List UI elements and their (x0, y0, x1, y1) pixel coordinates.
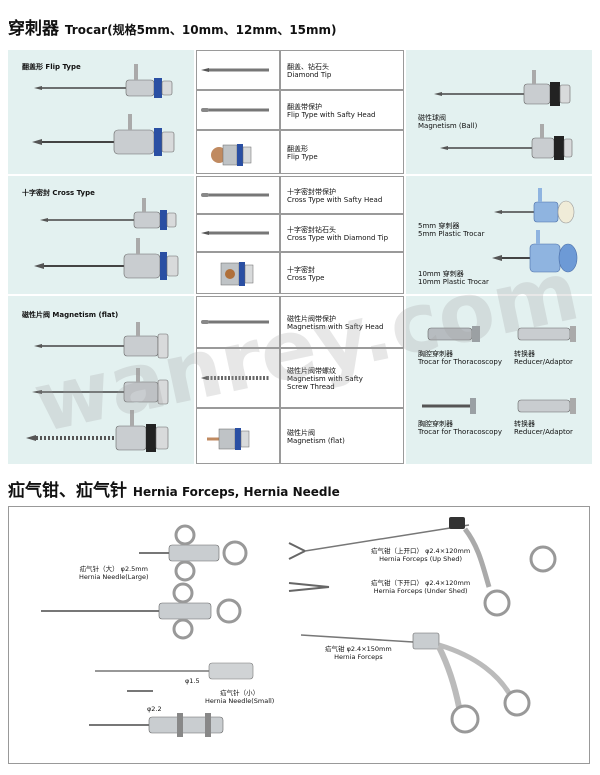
forceps-up-label-cn: 疝气钳（上开口） φ2.4×120mm (371, 547, 471, 555)
hernia-title-en: Hernia Forceps, Hernia Needle (132, 485, 340, 499)
plastic5-label-en: 5mm Plastic Trocar (418, 230, 485, 238)
plastic-trocar-image (492, 188, 578, 273)
magnet-safty-tip-image (201, 320, 269, 324)
forceps-up-label-en: Hernia Forceps (Up Shed) (379, 555, 463, 563)
diamond-tip-image (201, 68, 269, 72)
tip-label-cn: 十字密封带保护 (287, 188, 336, 196)
tip-label-en: Diamond Tip (287, 71, 332, 79)
flip-safty-tip-image (201, 108, 269, 112)
tip-label-cn: 十字密封 (287, 266, 315, 274)
tip-label-cn: 十字密封钻石头 (287, 226, 336, 234)
tip-label-cn: 磁性片阀带螺纹 (287, 367, 336, 375)
tip-image-cell (196, 50, 280, 90)
forceps-label-cn: 疝气钳 φ2.4×150mm (325, 645, 392, 653)
thoraco1-label-cn: 胸腔穿刺器 (418, 350, 453, 358)
magnetism-flat-label: 磁性片阀 Magnetism (flat) (22, 311, 119, 319)
needle-small-label-cn: 疝气针（小） (220, 689, 260, 697)
hernia-instruments-image (41, 517, 557, 737)
thoraco2-label-en: Trocar for Thoracoscopy (418, 428, 503, 436)
tip-label-cn: 磁性片阀 (287, 429, 315, 437)
tip-image-cell (196, 296, 280, 348)
reducer1-label-en: Reducer/Adaptor (514, 358, 573, 366)
cross-type-panel: 十字密封 Cross Type (8, 176, 194, 294)
reducer1-label-cn: 转换器 (514, 350, 535, 358)
forceps-under-label-en: Hernia Forceps (Under Shed) (373, 587, 468, 595)
hernia-heading: 疝气钳、疝气针 Hernia Forceps, Hernia Needle (8, 476, 340, 501)
tip-label-cn: 翻盖带保护 (287, 103, 322, 111)
tip-image-cell (196, 176, 280, 214)
magnet-valve-image (207, 428, 250, 450)
tip-label-cn: 翻盖、钻石头 (287, 63, 329, 71)
trocar-title-cn: 穿刺器 (8, 19, 59, 39)
magnet-thread-tip-image (201, 376, 269, 380)
ball-label-cn: 磁性球阀 (418, 114, 446, 122)
needle-large-label-en: Hernia Needle(Large) (79, 573, 149, 581)
needle-large-label-cn: 疝气针（大） φ2.5mm (79, 565, 148, 573)
tip-image-cell (196, 130, 280, 174)
tip-label-cn: 翻盖形 (287, 145, 308, 153)
magnetism-flat-panel: 磁性片阀 Magnetism (flat) (8, 296, 194, 464)
plastic5-label-cn: 5mm 穿刺器 (418, 222, 460, 230)
forceps-under-label-cn: 疝气钳（下开口） φ2.4×120mm (371, 579, 471, 587)
tip-label-en: Magnetism (flat) (287, 437, 345, 445)
thoraco1-label-en: Trocar for Thoracoscopy (418, 358, 503, 366)
thoraco2-label-cn: 胸腔穿刺器 (418, 420, 453, 428)
tip-label-en: Screw Thread (287, 383, 335, 391)
tip-image-cell (196, 214, 280, 252)
reducer2-label-en: Reducer/Adaptor (514, 428, 573, 436)
forceps-label-en: Hernia Forceps (334, 653, 383, 661)
flip-valve-image (211, 144, 252, 166)
tip-image-cell (196, 252, 280, 294)
flip-type-panel: 翻盖形 Flip Type (8, 50, 194, 174)
cross-type-label: 十字密封 Cross Type (22, 189, 95, 197)
thoracoscopy-image (422, 326, 576, 414)
hernia-title-cn: 疝气钳、疝气针 (8, 481, 127, 501)
dim-2-2-label: φ2.2 (147, 705, 162, 713)
tip-image-cell (196, 348, 280, 408)
flip-trocar-image (32, 64, 175, 156)
tip-label-en: Cross Type with Safty Head (287, 196, 383, 204)
tip-label-en: Flip Type with Safty Head (287, 111, 376, 119)
dim-1-5-label: φ1.5 (185, 677, 200, 685)
plastic10-label-cn: 10mm 穿刺器 (418, 270, 464, 278)
trocar-heading: 穿刺器 Trocar(规格5mm、10mm、12mm、15mm) (8, 14, 337, 39)
tip-label-en: Cross Type (287, 274, 325, 282)
tip-image-cell (196, 90, 280, 130)
cross-valve-image (220, 262, 254, 286)
plastic10-label-en: 10mm Plastic Trocar (418, 278, 489, 286)
trocar-title-en: Trocar(规格5mm、10mm、12mm、15mm) (64, 23, 337, 37)
magnetism-trocar-image (26, 322, 169, 452)
cross-diamond-tip-image (201, 231, 269, 235)
reducer2-label-cn: 转换器 (514, 420, 535, 428)
tip-label-cn: 磁性片阀带保护 (287, 315, 336, 323)
cross-safty-tip-image (201, 193, 269, 197)
ball-label-en: Magnetism (Ball) (418, 122, 478, 130)
tip-label-en: Magnetism with Safty Head (287, 323, 384, 331)
flip-type-label: 翻盖形 Flip Type (22, 63, 81, 71)
cross-trocar-image (34, 198, 179, 280)
tip-image-cell (196, 408, 280, 464)
tip-label-en: Magnetism with Safty (287, 375, 363, 383)
ball-trocar-image (434, 70, 573, 160)
needle-small-label-en: Hernia Needle(Small) (205, 697, 275, 705)
tip-label-en: Cross Type with Diamond Tip (287, 234, 389, 242)
tip-label-en: Flip Type (287, 153, 318, 161)
